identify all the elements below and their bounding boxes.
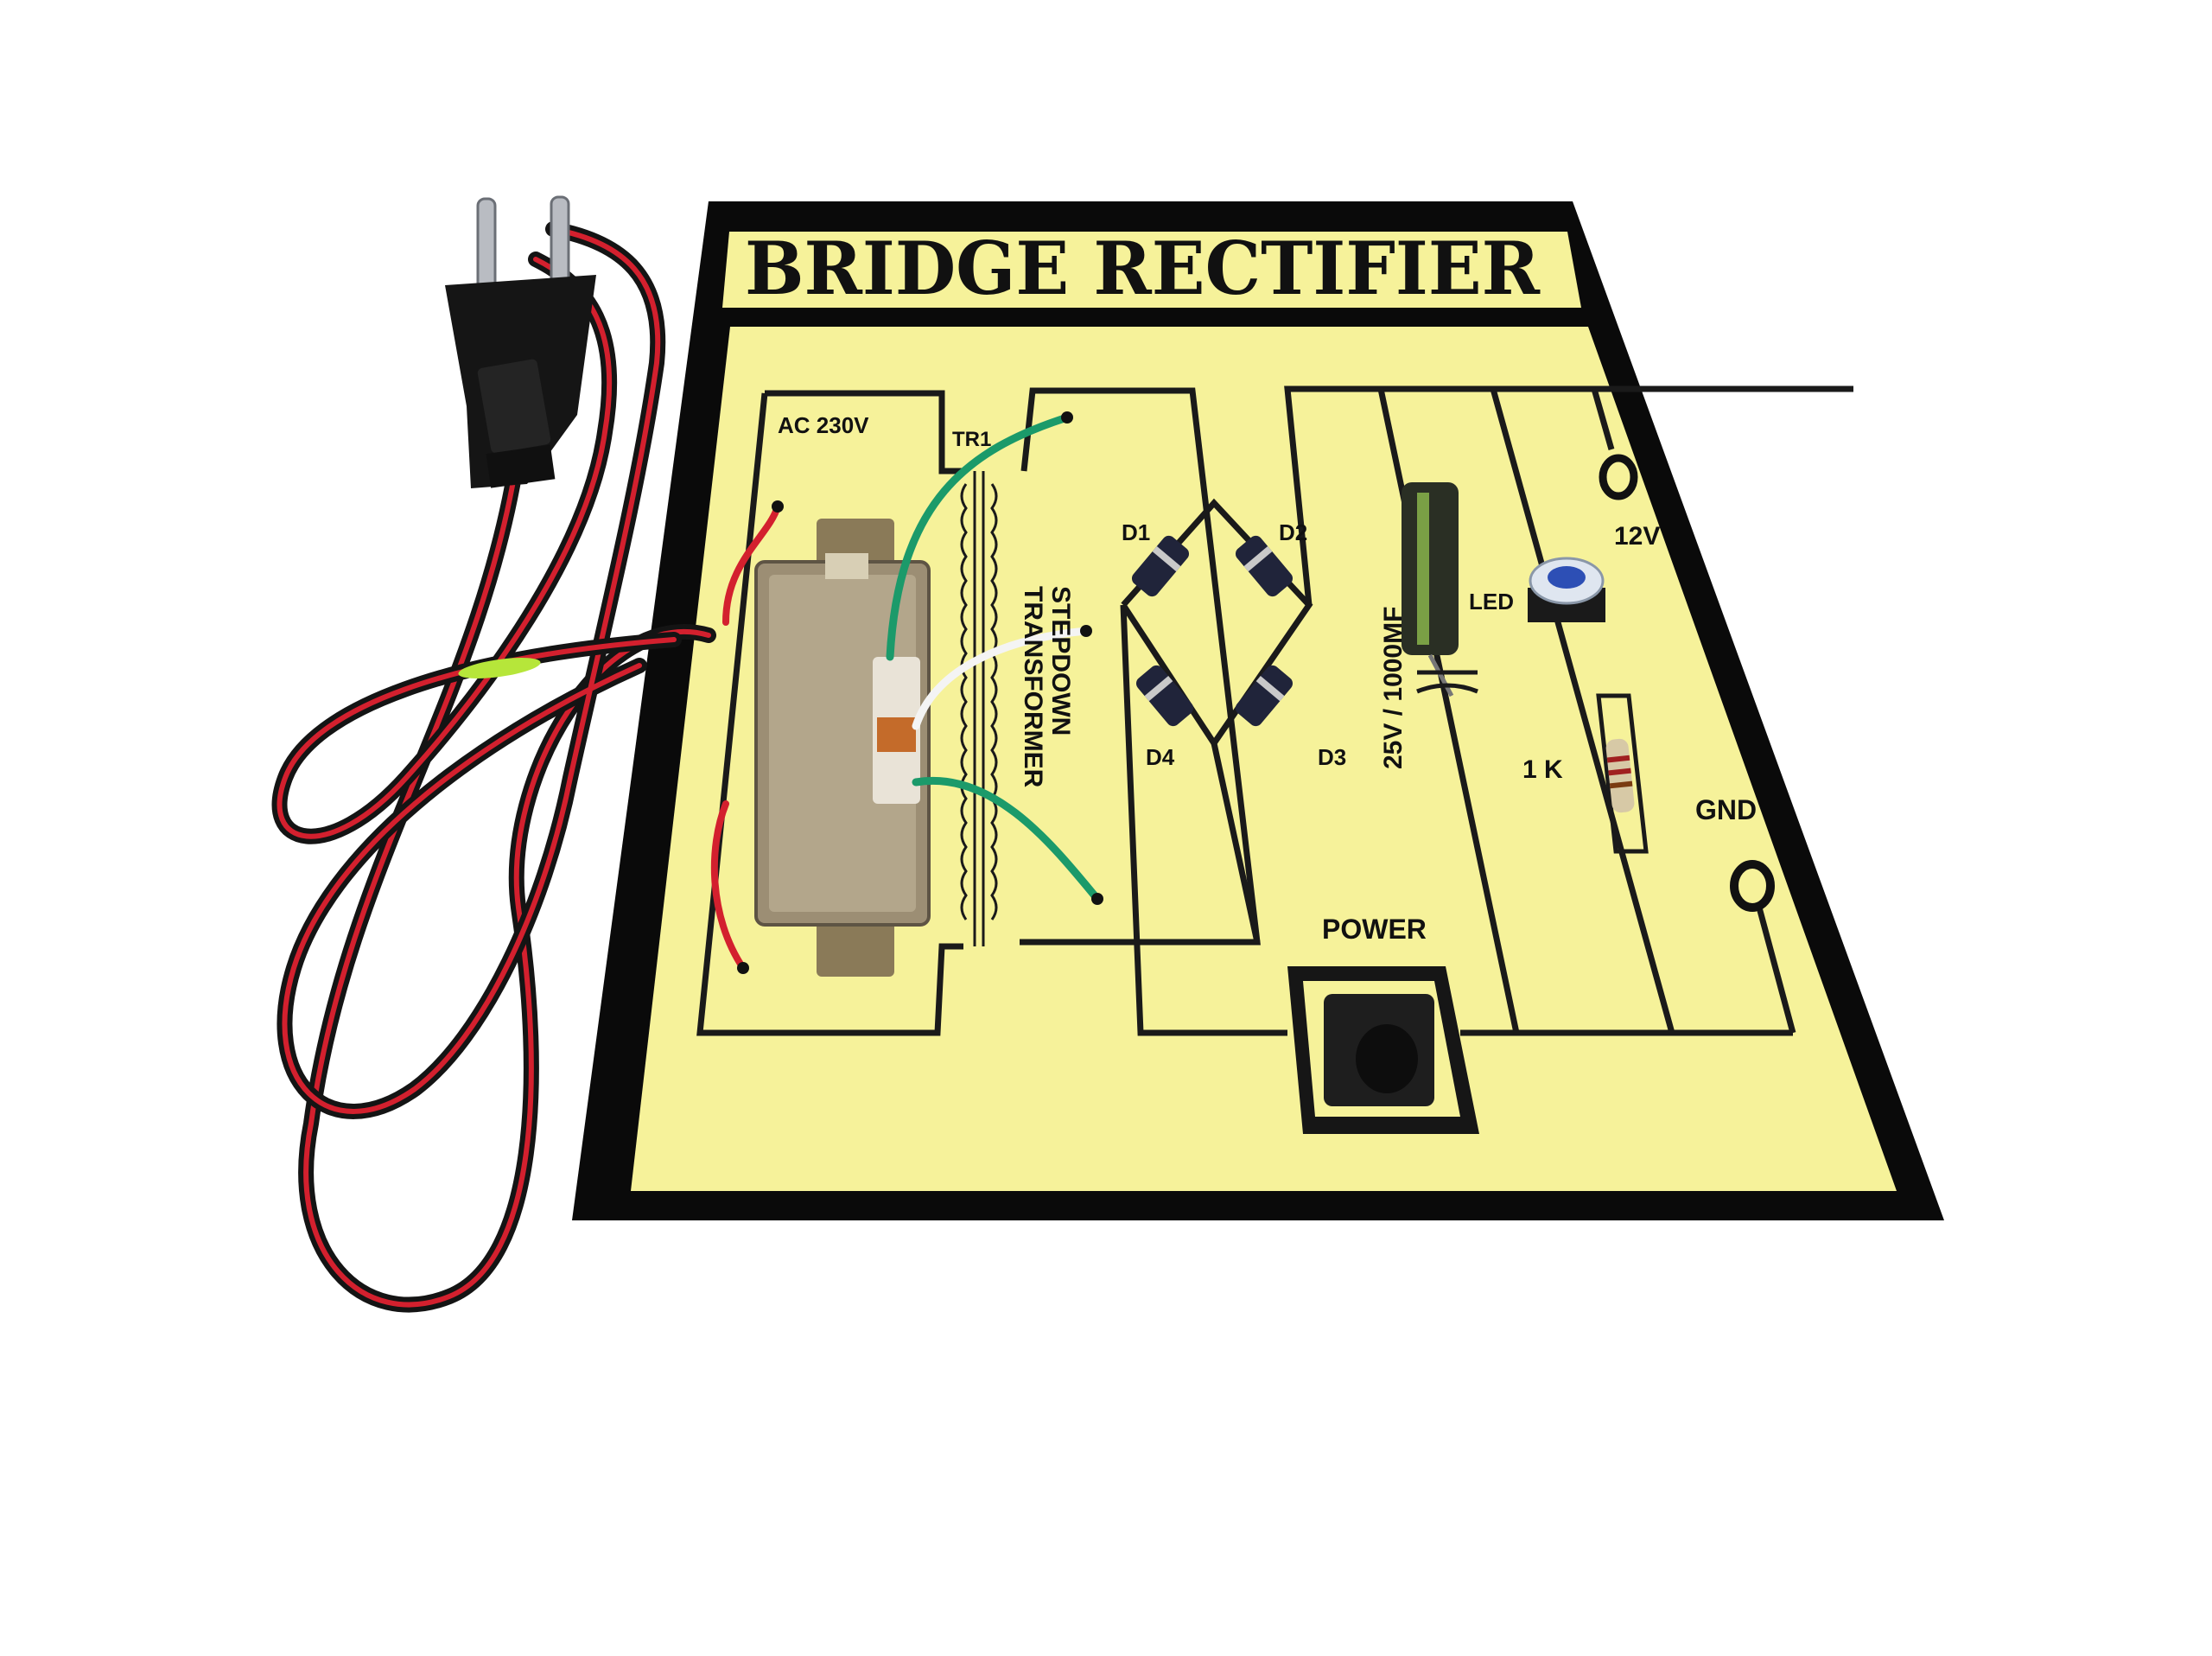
label-d4: D4 <box>1146 744 1175 770</box>
title-band <box>722 232 1581 308</box>
diode-icon-d2 <box>1235 535 1294 597</box>
diode-icon-d4 <box>1135 665 1194 727</box>
label-ac-input: AC 230V <box>778 412 869 438</box>
mains-plug-icon <box>445 195 596 488</box>
transformer-wires <box>710 413 1102 971</box>
diode-icon-d1 <box>1131 535 1190 597</box>
label-power: POWER <box>1322 914 1427 945</box>
diode-icon-d3 <box>1235 665 1294 727</box>
capacitor-icon <box>1402 482 1478 697</box>
resistor-icon <box>1596 693 1649 854</box>
label-12v: 12V <box>1614 522 1660 551</box>
terminal-icon-gnd <box>1730 860 1775 912</box>
led-icon <box>1528 557 1605 622</box>
transformer-symbol <box>960 471 998 946</box>
label-d2: D2 <box>1279 519 1307 545</box>
label-resistor: 1 K <box>1522 755 1563 784</box>
power-cable <box>271 221 716 1313</box>
push-switch-icon[interactable] <box>1287 966 1479 1134</box>
label-transformer-line2: TRANSFORMER <box>1019 586 1047 788</box>
label-transformer-ref: TR1 <box>952 428 991 451</box>
label-transformer-line1: STEPDOWN <box>1046 586 1075 736</box>
label-led: LED <box>1469 589 1514 615</box>
label-gnd: GND <box>1695 794 1757 825</box>
board-panel <box>631 327 1897 1191</box>
terminal-icon-12v <box>1599 454 1638 500</box>
transformer-icon <box>754 519 931 977</box>
board-title: BRIDGE RECTIFIER <box>745 226 1541 311</box>
label-d1: D1 <box>1122 519 1150 545</box>
label-capacitor: 25V / 1000MF <box>1379 607 1408 769</box>
wire-terminals <box>737 411 1103 974</box>
label-d3: D3 <box>1318 744 1346 770</box>
